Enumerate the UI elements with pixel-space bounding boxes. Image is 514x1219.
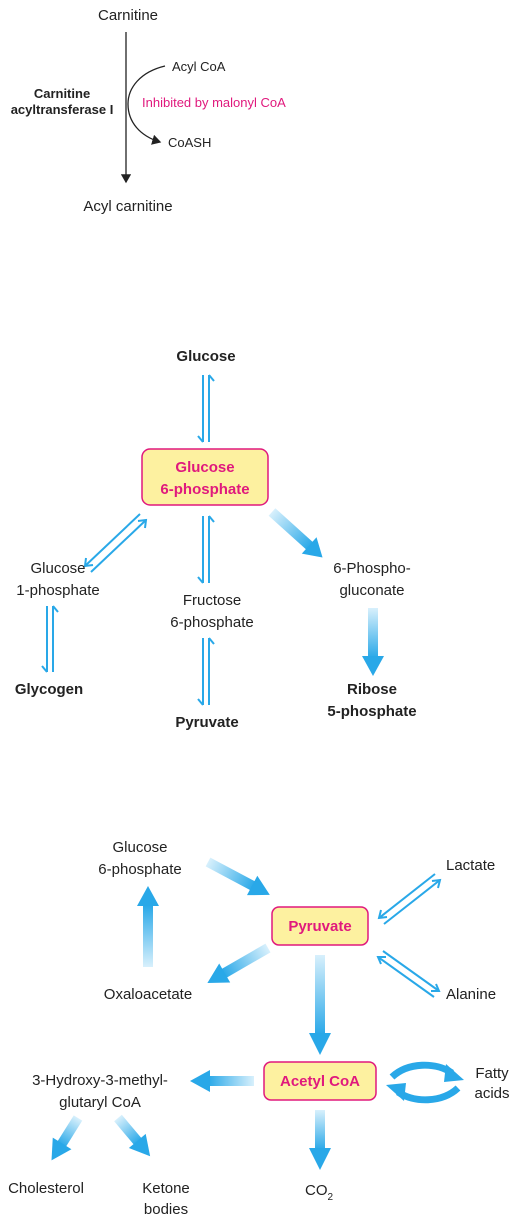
g6p-g1p-reversible-arrow	[83, 513, 148, 573]
acetyl-coa-fatty-acids-cycle	[386, 1061, 464, 1104]
pyruvate-label: Pyruvate	[175, 714, 238, 731]
acetyl-coa-box	[263, 1061, 377, 1101]
enzyme-label-line1: Carnitine	[34, 86, 90, 101]
cholesterol-label: Cholesterol	[8, 1180, 84, 1197]
pyruvate-alanine-reversible-arrow	[376, 950, 441, 998]
hmg-to-cholesterol-arrow	[51, 1115, 83, 1161]
carnitine-label: Carnitine	[98, 7, 158, 24]
acyl-carnitine-label: Acyl carnitine	[83, 198, 172, 215]
glucose-6-phosphate-box	[141, 448, 269, 506]
f6p-label-line1: Fructose	[183, 592, 241, 609]
glycogen-label: Glycogen	[15, 681, 83, 698]
6pg-to-ribose-arrow	[362, 608, 384, 676]
p3-g6p-label-line1: Glucose	[112, 839, 167, 856]
ribose-label-line1: Ribose	[347, 681, 397, 698]
oxaloacetate-to-g6p-arrow	[137, 886, 159, 967]
pyruvate-to-acetyl-coa-arrow	[309, 955, 331, 1055]
acetyl-coa-to-hmg-arrow	[190, 1070, 254, 1092]
glucose-g6p-reversible-arrow	[197, 374, 215, 443]
oxaloacetate-label: Oxaloacetate	[104, 986, 192, 1003]
panel-glucose-6-phosphate: Glucose Glucose 6-phosphate Glucose 1-ph…	[15, 348, 417, 731]
acyl-coa-label: Acyl CoA	[172, 59, 226, 74]
alanine-label: Alanine	[446, 986, 496, 1003]
acetyl-coa-label: Acetyl CoA	[280, 1073, 360, 1090]
f6p-pyruvate-reversible-arrow	[197, 637, 215, 706]
p3-pyruvate-label: Pyruvate	[288, 918, 351, 935]
co2-label: CO2	[305, 1182, 334, 1203]
ribose-label-line2: 5-phosphate	[327, 703, 416, 720]
g1p-glycogen-reversible-arrow	[41, 605, 59, 673]
fatty-acids-label-line2: acids	[474, 1085, 509, 1102]
coash-label: CoASH	[168, 135, 211, 150]
fatty-acids-label-line1: Fatty	[475, 1065, 509, 1082]
panel-pyruvate-acetyl-coa: Glucose 6-phosphate Lactate Pyruvate	[8, 839, 509, 1218]
glucose-label: Glucose	[176, 348, 235, 365]
hmg-coa-label-line2: glutaryl CoA	[59, 1094, 141, 1111]
g6p-to-6pg-arrow	[268, 508, 323, 558]
ketone-bodies-label-line1: Ketone	[142, 1180, 190, 1197]
p3-g6p-label-line2: 6-phosphate	[98, 861, 181, 878]
panel-carnitine: Carnitine Carnitine acyltransferase I Ac…	[11, 7, 286, 215]
hmg-coa-label-line1: 3-Hydroxy-3-methyl-	[32, 1072, 168, 1089]
6pg-label-line1: 6-Phospho-	[333, 560, 411, 577]
hmg-to-ketone-bodies-arrow	[114, 1114, 151, 1157]
lactate-pyruvate-reversible-arrow	[377, 873, 442, 925]
6pg-label-line2: gluconate	[339, 582, 404, 599]
pyruvate-box	[271, 906, 369, 946]
g6p-to-pyruvate-arrow	[205, 857, 270, 896]
g6p-label-line1: Glucose	[175, 459, 234, 476]
acetyl-coa-to-co2-arrow	[309, 1110, 331, 1170]
pyruvate-to-oxaloacetate-arrow	[207, 943, 271, 983]
ketone-bodies-label-line2: bodies	[144, 1201, 188, 1218]
f6p-label-line2: 6-phosphate	[170, 614, 253, 631]
cofactor-curve-arrow	[127, 65, 166, 145]
g1p-label-line2: 1-phosphate	[16, 582, 99, 599]
lactate-label: Lactate	[446, 857, 495, 874]
inhibition-label: Inhibited by malonyl CoA	[142, 95, 286, 110]
g6p-label-line2: 6-phosphate	[160, 481, 249, 498]
g6p-f6p-reversible-arrow	[197, 515, 215, 584]
enzyme-label-line2: acyltransferase I	[11, 102, 114, 117]
g1p-label-line1: Glucose	[30, 560, 85, 577]
